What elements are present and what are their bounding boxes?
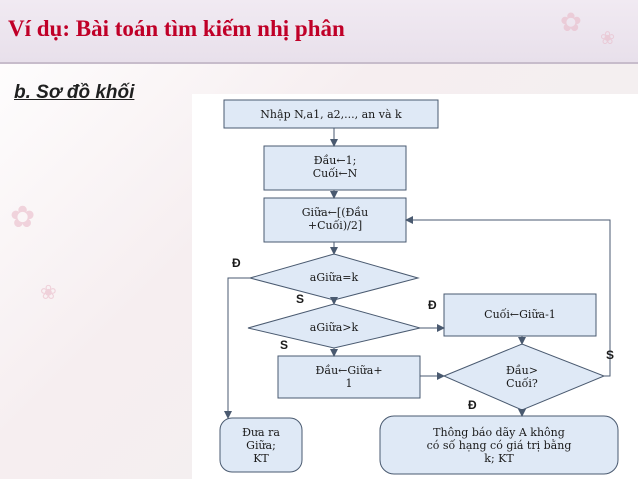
slide-title: Ví dụ: Bài toán tìm kiếm nhị phân [8, 16, 345, 41]
edge-label-range-false: S [606, 348, 615, 362]
set-end-box [443, 293, 597, 337]
input-box [223, 99, 439, 129]
flower-decoration-icon: ✿ [560, 8, 582, 38]
edge-label-equal-true: Đ [232, 256, 241, 270]
output-notfound-box [379, 415, 619, 475]
flower-decoration-icon: ❀ [40, 280, 57, 304]
edge-range-loop [405, 216, 611, 377]
init-box [263, 145, 407, 191]
cond-greater-label: aGiữa>k [309, 321, 359, 334]
flowchart: Nhập N,a1, a2,..., an và k Đầu←1; Cuối←N… [192, 94, 638, 479]
edge-equal-found [224, 277, 250, 419]
edge-label-range-true: Đ [468, 398, 477, 412]
mid-label: Giữa←[(Đầu +Cuối)/2] [301, 206, 369, 232]
cond-equal-diamond [248, 253, 420, 301]
cond-range-label: Đầu> Cuối? [506, 364, 538, 390]
output-found-label: Đưa ra Giữa; KT [242, 426, 280, 465]
edge-label-equal-false: S [296, 292, 305, 306]
edge-label-greater-true: Đ [428, 298, 437, 312]
cond-equal-label: aGiữa=k [309, 271, 359, 284]
init-label: Đầu←1; Cuối←N [312, 154, 358, 180]
title-bar: Ví dụ: Bài toán tìm kiếm nhị phân ✿ ❀ [0, 0, 638, 64]
slide-subtitle: b. Sơ đồ khối [14, 82, 135, 103]
flowchart-canvas [219, 99, 619, 475]
output-found-box [219, 417, 303, 473]
set-end-label: Cuối←Giữa-1 [484, 308, 556, 321]
flower-decoration-icon: ❀ [600, 28, 616, 49]
set-start-label: Đầu←Giữa+ 1 [315, 364, 383, 390]
edge-label-greater-false: S [280, 338, 289, 352]
set-start-box [277, 355, 421, 399]
input-label: Nhập N,a1, a2,..., an và k [260, 108, 402, 121]
output-notfound-label: Thông báo dãy A không có số hạng có giá … [426, 426, 572, 465]
flower-decoration-icon: ✿ [10, 200, 36, 235]
